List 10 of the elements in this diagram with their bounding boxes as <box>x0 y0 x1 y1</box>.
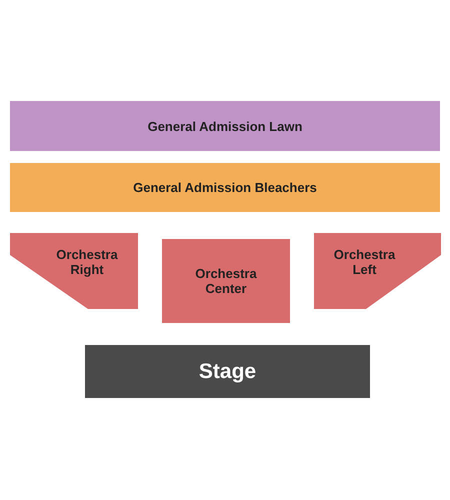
section-label: General Admission Lawn <box>148 118 302 134</box>
seating-section <box>162 239 290 323</box>
seating-section <box>10 101 440 151</box>
section-label: Orchestra Center <box>194 266 258 296</box>
section-label: General Admission Bleachers <box>133 180 317 195</box>
stage-block <box>85 345 370 398</box>
seating-section <box>10 163 440 212</box>
stage-label: Stage <box>198 360 256 384</box>
section-label: Orchestra Right <box>55 247 119 277</box>
section-label: Orchestra Left <box>332 247 396 277</box>
